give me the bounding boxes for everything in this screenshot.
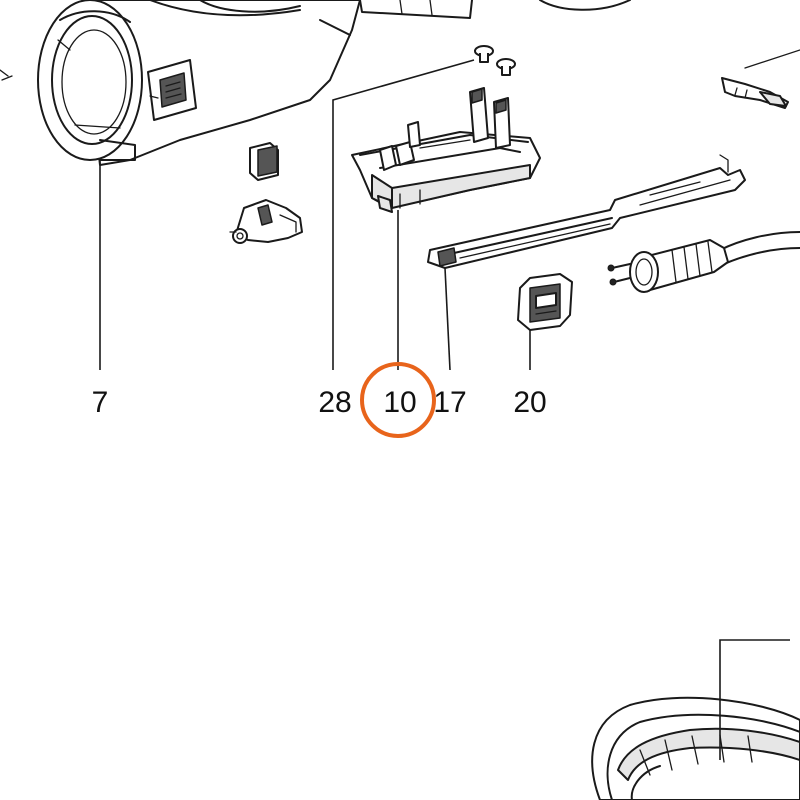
- leader-28: [332, 59, 475, 370]
- slide-knob-part-20: [517, 273, 573, 331]
- highlight-circle: [360, 362, 436, 438]
- callout-20: 20: [513, 386, 546, 419]
- leader-9: [719, 639, 790, 760]
- power-cord-part: [607, 231, 800, 293]
- callout-28: 28: [318, 386, 351, 419]
- leader-17: [444, 267, 451, 371]
- capacitor-part: [249, 142, 279, 181]
- screws-part-28: [474, 45, 516, 76]
- leader-lines: [99, 59, 790, 760]
- guard-part-9: [591, 696, 800, 800]
- callout-10: 10: [383, 386, 416, 419]
- callout-labels: 7 28 10 17 20 9: [92, 386, 547, 419]
- top-center-parts: [359, 0, 631, 19]
- callout-17: 17: [433, 386, 466, 419]
- switch-component: [229, 199, 303, 244]
- electronics-housing-part-10: [351, 87, 541, 213]
- callout-7: 7: [92, 386, 109, 419]
- lever-part: [721, 49, 800, 109]
- motor-housing-part-7: [0, 0, 361, 166]
